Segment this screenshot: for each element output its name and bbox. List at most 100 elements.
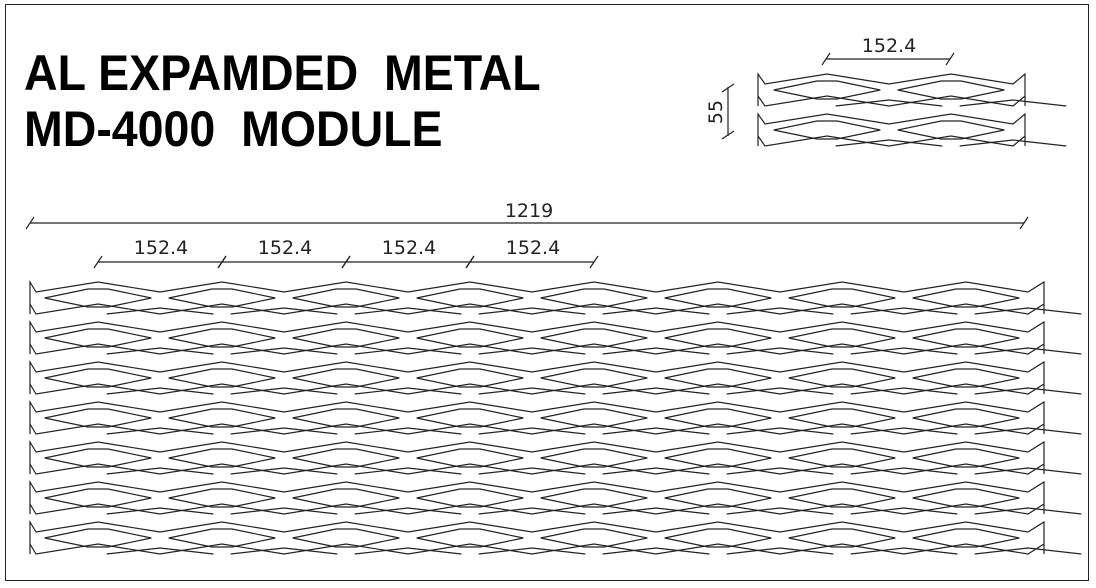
panel-diamond-hole: [912, 368, 1020, 388]
panel-diamond-hole: [788, 448, 896, 468]
panel-strand-link: [602, 347, 710, 355]
detail-pitch-dimension-tick: [821, 52, 831, 66]
detail-diamond-hole: [773, 80, 881, 100]
panel-strand-link: [974, 427, 1082, 435]
panel-strand-link: [602, 547, 710, 555]
panel-diamond-hole: [664, 368, 772, 388]
panel-diamond-hole: [416, 488, 524, 508]
pitch-label-4: 152.4: [506, 237, 560, 259]
panel-strand-link: [726, 427, 834, 435]
panel-diamond-hole: [788, 488, 896, 508]
panel-strand-link: [602, 507, 710, 515]
panel-strand-link: [106, 467, 214, 475]
pitch-label-3: 152.4: [382, 237, 436, 259]
panel-strand-row: [29, 519, 1045, 555]
panel-diamond-hole: [44, 288, 152, 308]
panel-strand-link: [726, 307, 834, 315]
panel-diamond-hole: [168, 488, 276, 508]
title-line-2: MD-4000 MODULE: [24, 101, 443, 157]
panel-diamond-hole: [168, 328, 276, 348]
panel-diamond-hole: [168, 408, 276, 428]
panel-strand-link: [726, 547, 834, 555]
panel-strand-link: [106, 427, 214, 435]
overall-width-dimension-tick: [25, 216, 35, 230]
panel-diamond-hole: [664, 488, 772, 508]
panel-diamond-hole: [44, 368, 152, 388]
panel-strand-link: [478, 307, 586, 315]
panel-strand-link: [354, 387, 462, 395]
panel-diamond-hole: [912, 408, 1020, 428]
panel-strand-link: [354, 547, 462, 555]
panel-strand-link: [974, 507, 1082, 515]
pitch-dimension-2-tick: [217, 255, 227, 269]
panel-diamond-hole: [168, 368, 276, 388]
panel-diamond-hole: [44, 448, 152, 468]
panel-diamond-hole: [540, 368, 648, 388]
panel-strand-link: [974, 307, 1082, 315]
detail-strand-link: [835, 139, 943, 147]
panel-strand-link: [354, 427, 462, 435]
panel-diamond-hole: [664, 328, 772, 348]
panel-diamond-hole: [292, 408, 400, 428]
panel-diamond-hole: [44, 528, 152, 548]
panel-diamond-hole: [44, 408, 152, 428]
panel-diamond-hole: [664, 408, 772, 428]
panel-diamond-hole: [664, 528, 772, 548]
panel-strand-link: [974, 387, 1082, 395]
panel-strand-row: [29, 279, 1045, 315]
panel-diamond-hole: [168, 528, 276, 548]
detail-strand-row: [757, 72, 1026, 107]
detail-pitch-dimension-tick: [945, 52, 955, 66]
panel-strand-link: [230, 307, 338, 315]
panel-diamond-hole: [292, 288, 400, 308]
panel-strand-link: [230, 507, 338, 515]
panel-strand-link: [106, 387, 214, 395]
detail-strand-row: [757, 112, 1026, 147]
panel-strand-link: [478, 387, 586, 395]
panel-strand-row: [29, 439, 1045, 475]
panel-diamond-hole: [416, 528, 524, 548]
panel-strand-link: [230, 427, 338, 435]
pitch-dimension-4-tick: [465, 255, 475, 269]
panel-diamond-hole: [292, 328, 400, 348]
panel-strand-link: [850, 307, 958, 315]
panel-strand-link: [850, 467, 958, 475]
detail-strand-link: [835, 99, 943, 107]
panel-strand-link: [726, 507, 834, 515]
pitch-label-1: 152.4: [134, 237, 188, 259]
panel-strand-link: [106, 307, 214, 315]
sheet-border: [5, 4, 1089, 581]
panel-strand-link: [602, 307, 710, 315]
panel-diamond-hole: [416, 328, 524, 348]
panel-strand-link: [850, 387, 958, 395]
panel-strand-link: [850, 547, 958, 555]
panel-strand-link: [850, 427, 958, 435]
panel-diamond-hole: [664, 448, 772, 468]
panel-strand-link: [106, 347, 214, 355]
detail-strand-link: [959, 139, 1067, 147]
panel-strand-link: [354, 467, 462, 475]
panel-strand-link: [354, 307, 462, 315]
panel-strand-link: [974, 547, 1082, 555]
panel-diamond-hole: [292, 528, 400, 548]
panel-strand-link: [974, 347, 1082, 355]
detail-strand-link: [959, 99, 1067, 107]
pitch-dimension-1-tick: [93, 255, 103, 269]
pitch-dimension-3-tick: [341, 255, 351, 269]
panel-strand-row: [29, 359, 1045, 395]
panel-diamond-hole: [292, 448, 400, 468]
panel-diamond-hole: [540, 288, 648, 308]
panel-strand-link: [478, 347, 586, 355]
overall-width-dimension-tick: [1019, 216, 1029, 230]
panel-diamond-hole: [416, 288, 524, 308]
detail-height-tick: [721, 83, 735, 93]
panel-diamond-hole: [912, 528, 1020, 548]
panel-diamond-hole: [664, 288, 772, 308]
panel-diamond-hole: [788, 288, 896, 308]
detail-height-tick: [721, 130, 735, 140]
panel-strand-link: [602, 467, 710, 475]
panel-strand-link: [354, 507, 462, 515]
panel-strand-link: [726, 387, 834, 395]
